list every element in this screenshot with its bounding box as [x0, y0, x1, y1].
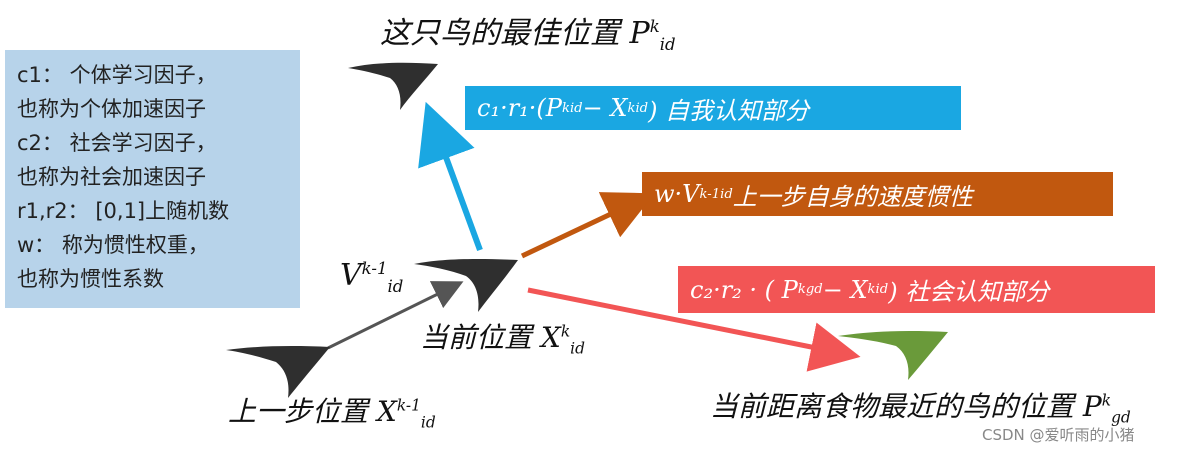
current-position-sub: id — [570, 340, 585, 358]
best-position-sub: id — [660, 35, 676, 54]
previous-position-sub: id — [421, 414, 436, 432]
bird-best-icon — [348, 63, 438, 110]
previous-position-label: 上一步位置 Xk-1id — [228, 390, 436, 432]
previous-position-text: 上一步位置 X — [228, 395, 397, 428]
arrow-cognitive — [436, 130, 480, 250]
previous-position-sup: k-1 — [397, 397, 421, 415]
current-position-label: 当前位置 Xkid — [420, 316, 585, 358]
best-position-label: 这只鸟的最佳位置 Pkid — [380, 8, 676, 54]
current-position-sup: k — [561, 323, 570, 341]
arrow-inertia — [522, 204, 632, 256]
current-position-text: 当前位置 X — [420, 321, 561, 354]
velocity-sup: k-1 — [362, 259, 388, 278]
best-position-sup: k — [650, 17, 660, 36]
global-best-position-text: 当前距离食物最近的鸟的位置 P — [710, 390, 1102, 423]
bird-current-icon — [414, 259, 518, 312]
bird-global-icon — [838, 331, 948, 380]
global-best-position-label: 当前距离食物最近的鸟的位置 Pkgd — [710, 385, 1131, 427]
global-best-position-sup: k — [1102, 392, 1111, 410]
best-position-text: 这只鸟的最佳位置 P — [380, 16, 650, 51]
velocity-text: V — [340, 258, 362, 293]
velocity-label: Vk-1id — [340, 258, 403, 296]
watermark: CSDN @爱听雨的小猪 — [982, 424, 1135, 445]
velocity-sub: id — [387, 277, 403, 296]
